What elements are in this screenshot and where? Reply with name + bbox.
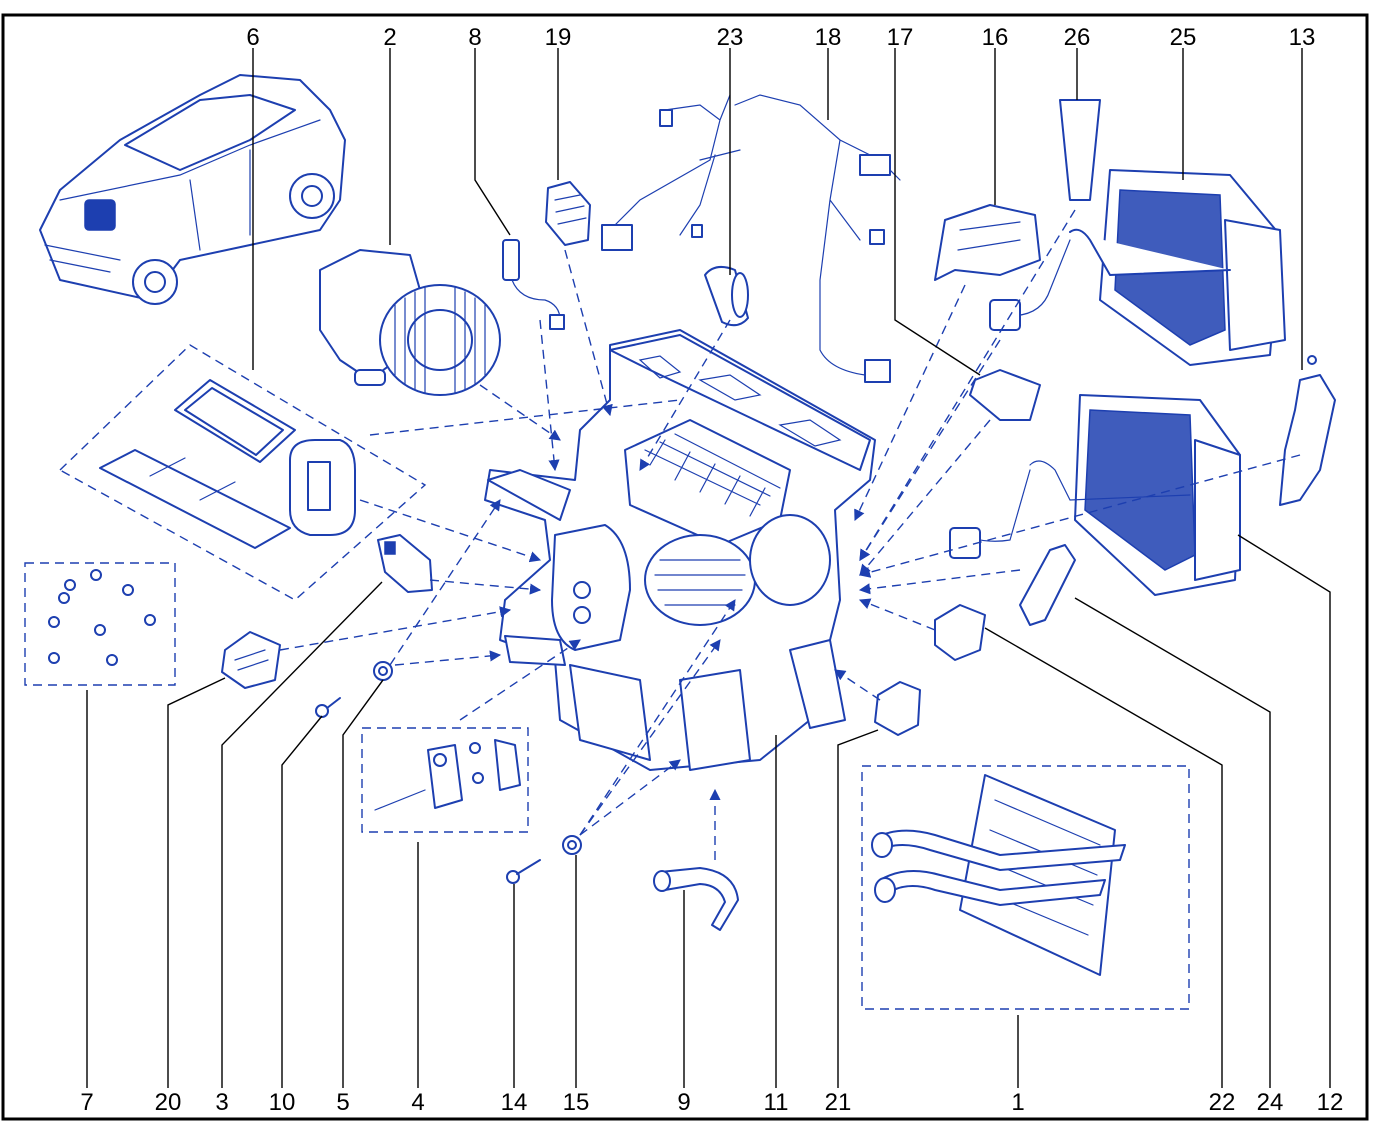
link-rod-24	[1019, 544, 1076, 626]
screw-14	[506, 859, 541, 884]
expansion-valve-group	[361, 727, 529, 833]
label-15: 15	[563, 1089, 590, 1116]
car-illustration	[39, 74, 346, 305]
label-2: 2	[383, 24, 396, 51]
actuator-21	[874, 681, 921, 736]
label-12: 12	[1317, 1089, 1344, 1116]
label-13: 13	[1289, 24, 1316, 51]
sensor-8	[502, 239, 565, 330]
label-6: 6	[246, 24, 259, 51]
label-9: 9	[677, 1089, 690, 1116]
resistor-3	[377, 534, 433, 593]
diagram-frame	[1, 13, 1369, 1121]
label-24: 24	[1257, 1089, 1284, 1116]
assembly-arrows	[279, 209, 1301, 860]
actuator-16	[934, 204, 1041, 281]
label-21: 21	[825, 1089, 852, 1116]
sleeve-23	[704, 265, 749, 327]
label-8: 8	[468, 24, 481, 51]
wiring-harness-18	[601, 94, 901, 383]
actuator-20	[221, 631, 281, 689]
label-7: 7	[80, 1089, 93, 1116]
label-16: 16	[982, 24, 1009, 51]
screws-group	[24, 562, 176, 686]
label-20: 20	[155, 1089, 182, 1116]
label-25: 25	[1170, 24, 1197, 51]
label-1: 1	[1011, 1089, 1024, 1116]
label-14: 14	[501, 1089, 528, 1116]
heater-core-group	[861, 765, 1190, 1010]
module-19	[545, 181, 591, 246]
label-19: 19	[545, 24, 572, 51]
evaporator-12	[949, 394, 1241, 596]
cabin-filter-group	[58, 344, 427, 601]
actuator-22	[934, 604, 986, 661]
leader-lines	[86, 48, 1331, 1088]
label-18: 18	[815, 24, 842, 51]
part-number-labels-bottom: 7 20 3 10 5 4 14 15 9 11 21 1 22 24 12	[80, 1089, 1343, 1116]
label-26: 26	[1064, 24, 1091, 51]
label-10: 10	[269, 1089, 296, 1116]
sensor-bracket-13	[1279, 355, 1336, 506]
label-23: 23	[717, 24, 744, 51]
drain-hose-9	[653, 867, 739, 931]
washer-15	[562, 835, 582, 855]
label-5: 5	[336, 1089, 349, 1116]
tube-26	[1059, 99, 1101, 201]
label-3: 3	[215, 1089, 228, 1116]
washer-5	[373, 661, 393, 681]
part-number-labels-top: 6 2 8 19 23 18 17 16 26 25 13	[246, 24, 1315, 51]
blower-motor	[319, 249, 501, 396]
bracket-17	[969, 369, 1041, 421]
screw-10	[315, 697, 341, 718]
label-22: 22	[1209, 1089, 1236, 1116]
label-17: 17	[887, 24, 914, 51]
hvac-housing	[484, 329, 876, 771]
evaporator-25	[989, 169, 1286, 366]
label-4: 4	[411, 1089, 424, 1116]
label-11: 11	[764, 1089, 789, 1116]
